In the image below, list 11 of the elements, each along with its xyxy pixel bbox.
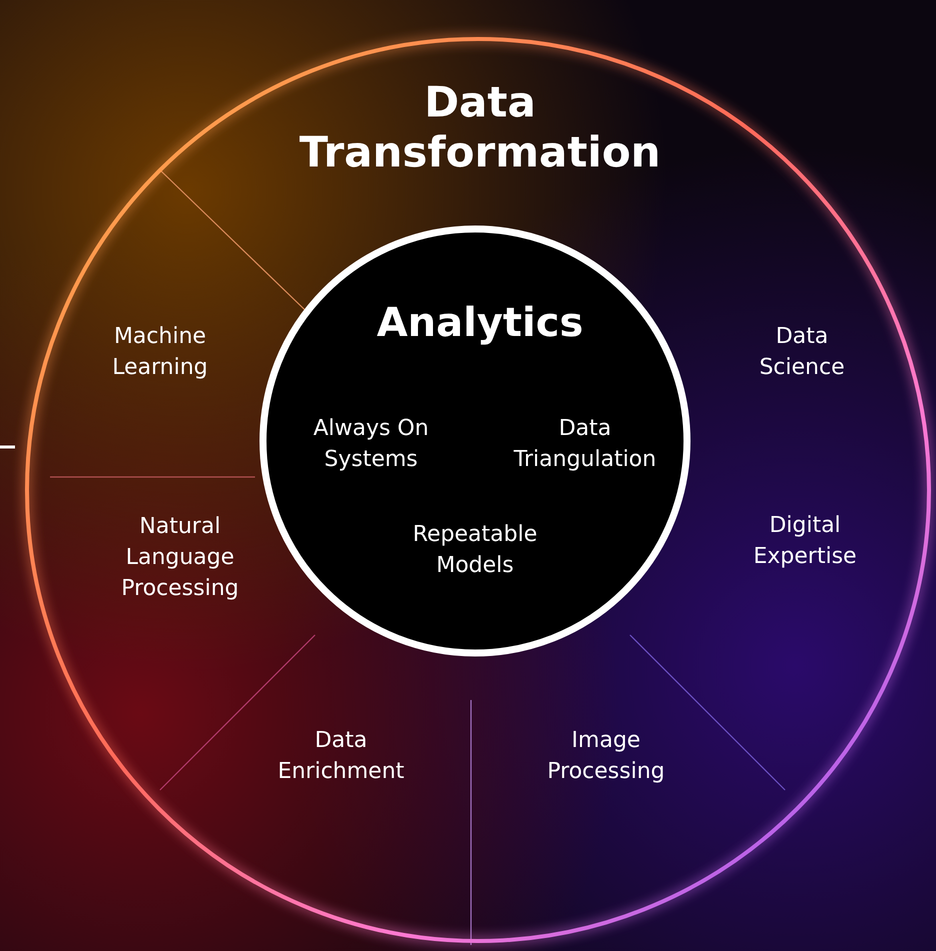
item-text: Data Triangulation <box>512 415 658 474</box>
segment-label: Data Enrichment <box>276 727 406 786</box>
segment-label: Image Processing <box>546 727 666 786</box>
ring-title: Data Transformation <box>298 78 662 178</box>
segment-label: Data Science <box>758 323 846 382</box>
item-text: Repeatable Models <box>412 521 538 580</box>
item-text: Always On Systems <box>312 415 430 474</box>
segment-label: Machine Learning <box>111 323 209 382</box>
segment-label: Digital Expertise <box>752 512 858 571</box>
segment-label: Natural Language Processing <box>120 512 240 602</box>
circle-title: Analytics <box>376 299 584 347</box>
